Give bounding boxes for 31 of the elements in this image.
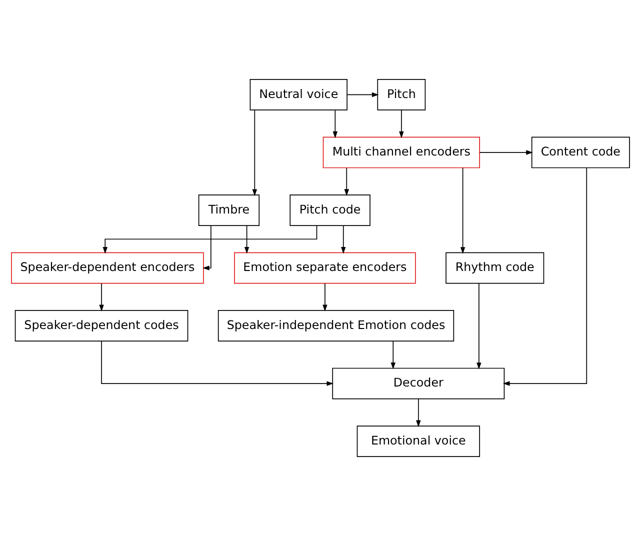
- arrow: [101, 340, 334, 386]
- node-box: Neutral voice: [250, 78, 348, 110]
- node-box: Speaker-dependent encoders: [11, 252, 204, 284]
- arrow: [322, 282, 328, 312]
- arrow: [502, 167, 588, 386]
- arrow: [399, 109, 404, 138]
- arrow: [102, 224, 318, 254]
- node-box: Emotion separate encoders: [234, 252, 416, 284]
- node-box: Pitch code: [290, 194, 370, 226]
- arrow: [390, 340, 396, 369]
- node-box: Content code: [531, 136, 630, 168]
- arrow: [346, 92, 379, 97]
- arrow: [340, 224, 346, 254]
- node-box: Timbre: [198, 194, 260, 226]
- node-box: Decoder: [332, 367, 505, 399]
- arrow: [252, 109, 258, 196]
- node-box: Speaker-dependent codes: [14, 310, 188, 341]
- node-box: Multi channel encoders: [322, 136, 480, 168]
- arrow: [244, 224, 250, 254]
- arrow: [99, 282, 104, 312]
- arrow: [479, 150, 533, 154]
- node-box: Rhythm code: [446, 252, 544, 284]
- arrow: [202, 224, 212, 270]
- node-box: Speaker-independent Emotion codes: [218, 310, 454, 341]
- arrow: [416, 398, 421, 427]
- arrow: [460, 166, 466, 254]
- node-box: Emotional voice: [356, 425, 480, 457]
- arrow: [476, 282, 482, 369]
- node-box: Pitch: [377, 78, 426, 110]
- arrow: [344, 167, 349, 196]
- arrow: [332, 109, 338, 138]
